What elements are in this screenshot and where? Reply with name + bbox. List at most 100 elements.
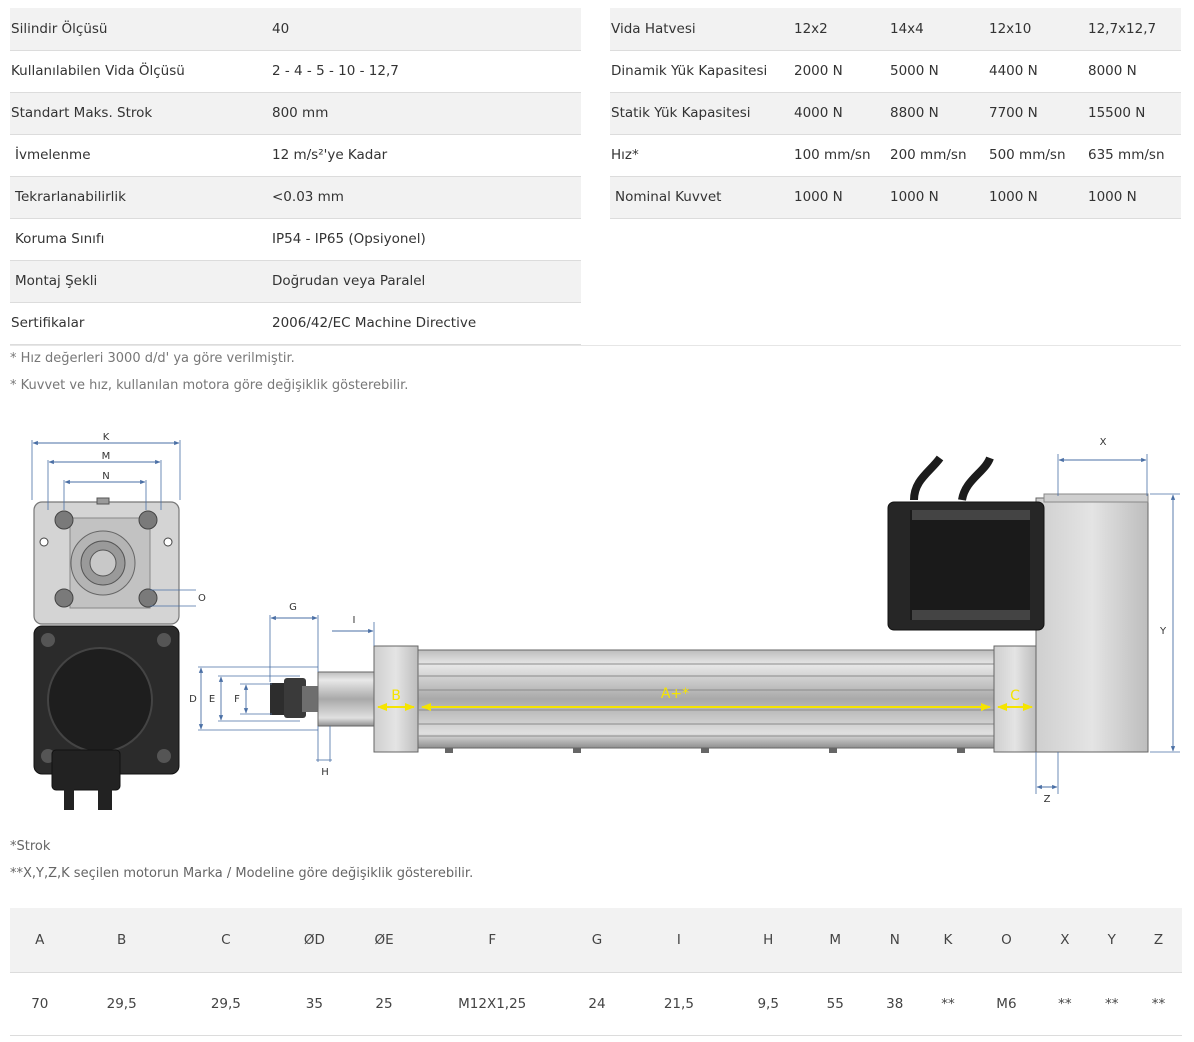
dimension-header: X — [1041, 908, 1089, 973]
spec-label: Sertifikalar — [10, 302, 272, 345]
dimension-value: ** — [1041, 972, 1089, 1036]
divider — [10, 345, 1181, 346]
load-spec-value: 1000 N — [989, 176, 1088, 219]
dimension-header: Z — [1135, 908, 1182, 973]
dimension-value: 24 — [567, 972, 627, 1036]
load-spec-value: 2000 N — [794, 50, 890, 93]
dim-label-g: G — [289, 602, 297, 613]
dimension-value: 25 — [350, 972, 418, 1036]
technical-drawing: K M N O — [31, 432, 1180, 810]
dim-label-n: N — [102, 471, 109, 482]
load-spec-value: 200 mm/sn — [890, 134, 989, 177]
spec-value: 800 mm — [272, 92, 581, 135]
dimension-header: N — [864, 908, 925, 973]
dimension-value: 29,5 — [173, 972, 278, 1036]
load-spec-value: 1000 N — [890, 176, 989, 219]
load-spec-value: 1000 N — [794, 176, 890, 219]
load-spec-value: 8000 N — [1088, 50, 1181, 93]
load-spec-value: 8800 N — [890, 92, 989, 135]
dimension-value: 21,5 — [626, 972, 731, 1036]
dimension-header: A — [10, 908, 70, 973]
dim-label-c: C — [1010, 688, 1020, 704]
spec-value: <0.03 mm — [272, 176, 581, 219]
load-spec-label: Dinamik Yük Kapasitesi — [610, 50, 794, 93]
dimension-value: ** — [1135, 972, 1182, 1036]
motor-note: **X,Y,Z,K seçilen motorun Marka / Modeli… — [10, 866, 474, 881]
dimension-header: H — [730, 908, 806, 973]
dimension-value: 38 — [864, 972, 925, 1036]
load-spec-value: 15500 N — [1088, 92, 1181, 135]
load-spec-value: 4000 N — [794, 92, 890, 135]
dim-label-i: I — [353, 615, 356, 626]
load-spec-value: 1000 N — [1088, 176, 1181, 219]
dimension-value: 9,5 — [730, 972, 806, 1036]
spec-value: 40 — [272, 8, 581, 51]
dimension-header: K — [924, 908, 972, 973]
spec-label: Montaj Şekli — [10, 260, 272, 303]
dim-label-f: F — [234, 694, 240, 705]
spec-label: Koruma Sınıfı — [10, 218, 272, 261]
load-spec-value: 500 mm/sn — [989, 134, 1088, 177]
load-spec-value: 12x2 — [794, 8, 890, 51]
load-spec-value: 100 mm/sn — [794, 134, 890, 177]
spec-value: Doğrudan veya Paralel — [272, 260, 581, 303]
dimension-value: 55 — [805, 972, 865, 1036]
dimension-value: 35 — [277, 972, 351, 1036]
load-spec-label: Nominal Kuvvet — [610, 176, 794, 219]
dimension-header: O — [971, 908, 1042, 973]
dimension-header: I — [626, 908, 731, 973]
dimension-value: 70 — [10, 972, 70, 1036]
speed-note: * Hız değerleri 3000 d/d' ya göre verilm… — [10, 351, 295, 366]
dim-label-d: D — [189, 694, 197, 705]
load-spec-value: 4400 N — [989, 50, 1088, 93]
dimension-header: G — [567, 908, 627, 973]
load-spec-value: 14x4 — [890, 8, 989, 51]
spec-value: IP54 - IP65 (Opsiyonel) — [272, 218, 581, 261]
dimension-value: ** — [924, 972, 972, 1036]
dim-label-y: Y — [1159, 626, 1167, 637]
spec-row: Tekrarlanabilirlik<0.03 mm — [10, 176, 581, 219]
spec-value: 12 m/s²'ye Kadar — [272, 134, 581, 177]
dimension-value: M12X1,25 — [417, 972, 568, 1036]
dim-label-b: B — [391, 688, 401, 704]
load-spec-value: 12x10 — [989, 8, 1088, 51]
load-spec-label: Statik Yük Kapasitesi — [610, 92, 794, 135]
dim-label-x: X — [1100, 437, 1107, 448]
side-view: B A+* C G I D E F H X — [189, 437, 1180, 805]
load-spec-label: Vida Hatvesi — [610, 8, 794, 51]
dimension-value: 29,5 — [69, 972, 174, 1036]
spec-label: Standart Maks. Strok — [10, 92, 272, 135]
dim-label-m: M — [102, 451, 111, 462]
dim-label-z: Z — [1044, 794, 1051, 805]
dimension-value: ** — [1088, 972, 1136, 1036]
dimension-header: F — [417, 908, 568, 973]
dim-label-a: A+* — [661, 686, 689, 702]
dimension-header: Y — [1088, 908, 1136, 973]
dimension-header: M — [805, 908, 865, 973]
dimension-header: ØE — [350, 908, 418, 973]
dim-label-h: H — [321, 767, 329, 778]
load-spec-value: 635 mm/sn — [1088, 134, 1181, 177]
spec-label: Silindir Ölçüsü — [10, 8, 272, 51]
spec-label: İvmelenme — [10, 134, 272, 177]
spec-label: Tekrarlanabilirlik — [10, 176, 272, 219]
end-view: K M N O — [31, 432, 206, 810]
force-note: * Kuvvet ve hız, kullanılan motora göre … — [10, 378, 409, 393]
dimension-header: ØD — [277, 908, 351, 973]
